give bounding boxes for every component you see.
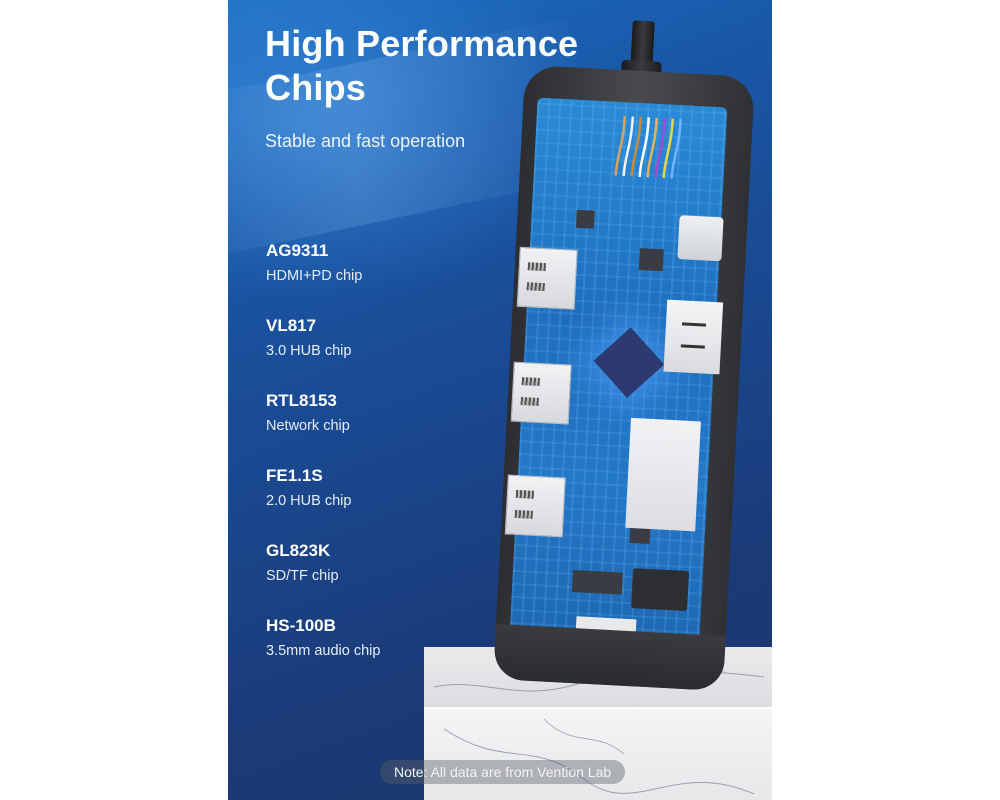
docking-hub-illustration [493,20,756,692]
chip-name: AG9311 [266,241,329,260]
chip-description: Network chip [266,418,350,434]
usb-c-port [677,215,724,262]
chip-name: GL823K [266,541,331,560]
chip-description: 3.0 HUB chip [266,343,352,359]
chip-name: HS-100B [266,616,336,635]
product-poster: High Performance Chips Stable and fast o… [228,0,772,800]
subtitle: Stable and fast operation [265,131,466,151]
main-chip [593,327,665,398]
title-line-2: Chips [265,67,367,108]
chip-description: 2.0 HUB chip [266,493,352,509]
marble-pedestal-front [424,707,772,800]
ic-component [638,248,664,272]
chip-name: VL817 [266,316,317,335]
hdmi-port-1 [516,246,578,310]
audio-jack-port [631,568,690,612]
title-line-1: High Performance [265,23,579,64]
chip-item-hs100b: HS-100B 3.5mm audio chip [266,615,380,661]
chip-description: 3.5mm audio chip [266,643,381,659]
chip-item-fe11s: FE1.1S 2.0 HUB chip [266,465,351,511]
chip-item-vl817: VL817 3.0 HUB chip [266,315,351,361]
circuit-board [504,97,728,647]
chip-description: HDMI+PD chip [266,268,363,284]
chip-name: RTL8153 [266,391,337,410]
ribbon-wires-icon [614,116,682,179]
footnote-badge: Note: All data are from Vention Lab [380,760,626,784]
sd-card-slot [625,417,701,532]
ic-component [571,570,623,595]
marble-vein-icon [443,718,755,795]
chip-name: FE1.1S [266,466,323,485]
chip-item-gl823k: GL823K SD/TF chip [266,540,339,586]
ic-component [575,209,595,229]
page-title: High Performance Chips [265,22,578,110]
hdmi-port-3 [504,474,566,538]
chip-item-rtl8153: RTL8153 Network chip [266,390,350,436]
hdmi-port-2 [510,361,572,425]
chip-description: SD/TF chip [266,568,339,584]
usb-a-port [663,299,724,375]
chip-item-ag9311: AG9311 HDMI+PD chip [266,240,362,286]
